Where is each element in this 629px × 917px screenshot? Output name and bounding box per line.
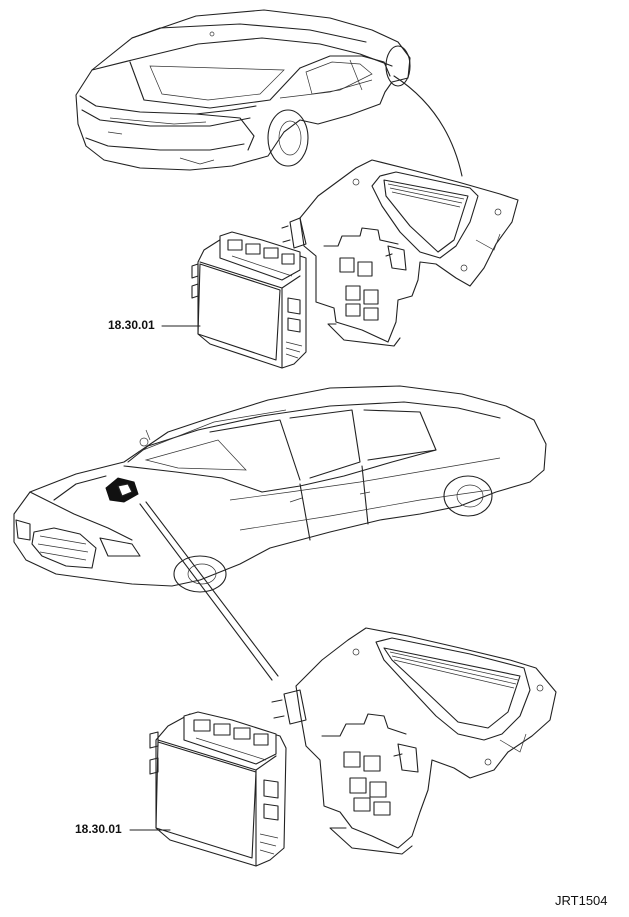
part-ref-label-bottom: 18.30.01 xyxy=(75,822,122,836)
bottom-leader-line xyxy=(139,503,273,681)
part-ref-label-top: 18.30.01 xyxy=(108,318,155,332)
figure-id-label: JRT1504 xyxy=(555,893,608,908)
top-car-rear-view xyxy=(75,9,411,171)
bottom-control-module xyxy=(149,711,287,867)
bottom-mounting-bracket xyxy=(271,627,557,855)
bottom-car-front-view xyxy=(13,385,547,593)
top-control-module xyxy=(191,231,307,369)
top-leader-line xyxy=(393,75,463,177)
top-mounting-bracket xyxy=(281,159,519,347)
